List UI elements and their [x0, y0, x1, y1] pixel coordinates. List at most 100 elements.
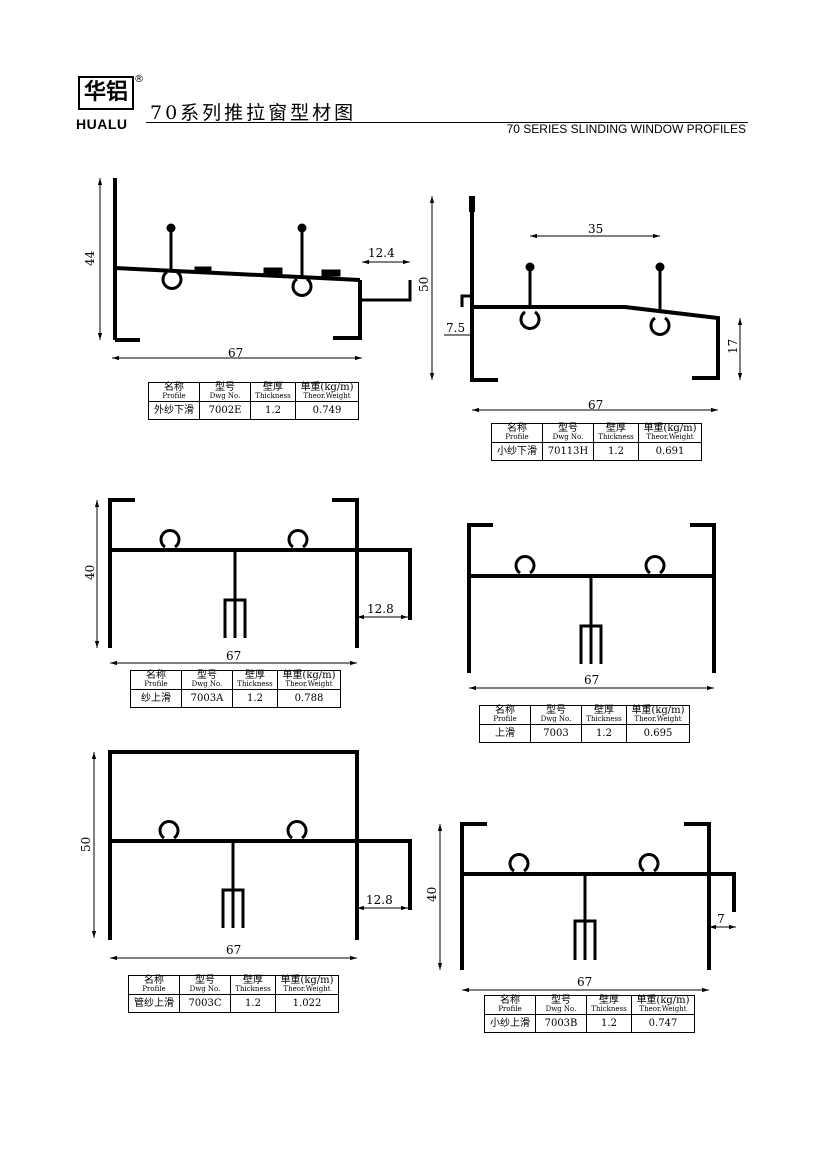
col-name-en: Profile	[162, 392, 186, 400]
col-thick-cn: 壁厚	[599, 995, 619, 1006]
dim-extra-7003a: 12.8	[367, 602, 394, 616]
col-name-en: Profile	[505, 433, 529, 441]
thickness: 1.2	[230, 994, 276, 1013]
profile-drawing-7003	[467, 523, 716, 691]
table-row: 纱上滑 7003A 1.2 0.788	[130, 689, 341, 708]
col-dwg-en: Dwg No.	[540, 715, 572, 723]
logo: 华铝	[78, 76, 134, 110]
col-thick-en: Thickness	[237, 680, 273, 688]
dim-left-70113h: 7.5	[446, 321, 465, 335]
table-row: 管纱上滑 7003C 1.2 1.022	[128, 994, 339, 1013]
col-dwg-en: Dwg No.	[189, 985, 221, 993]
col-dwg-cn: 型号	[551, 995, 571, 1006]
weight: 0.788	[277, 689, 341, 708]
col-thick-en: Thickness	[598, 433, 634, 441]
col-thick-cn: 壁厚	[606, 423, 626, 434]
thickness: 1.2	[232, 689, 278, 708]
profile-name: 小纱上滑	[484, 1014, 536, 1033]
table-row: 小纱下滑 70113H 1.2 0.691	[491, 442, 702, 461]
col-name-en: Profile	[498, 1005, 522, 1013]
page-title-cn: 70系列推拉窗型材图	[150, 102, 357, 124]
col-dwg-cn: 型号	[215, 382, 235, 393]
logo-text-en: HUALU	[76, 116, 128, 132]
thickness: 1.2	[586, 1014, 632, 1033]
col-thick-en: Thickness	[235, 985, 271, 993]
dim-height-7002e: 44	[83, 250, 97, 266]
col-thick-en: Thickness	[255, 392, 291, 400]
col-thick-en: Thickness	[586, 715, 622, 723]
profile-name: 管纱上滑	[128, 994, 180, 1013]
col-weight-cn: 单重(kg/m)	[636, 995, 690, 1006]
profile-name: 上滑	[479, 724, 531, 743]
dim-height-7003a: 40	[83, 565, 97, 580]
weight: 0.747	[631, 1014, 695, 1033]
profile-name: 外纱下滑	[148, 401, 200, 420]
dwg-no: 70113H	[542, 442, 594, 461]
profile-drawing-7003b	[437, 822, 736, 993]
dim-extra-7003c: 12.8	[366, 893, 393, 907]
dim-width-7003c: 67	[226, 943, 241, 957]
logo-text-cn: 华铝	[83, 80, 128, 105]
dwg-no: 7003	[530, 724, 582, 743]
dwg-no: 7003A	[181, 689, 233, 708]
col-weight-cn: 单重(kg/m)	[643, 423, 697, 434]
col-weight-en: Theor.Weight	[303, 392, 351, 400]
col-name-en: Profile	[493, 715, 517, 723]
dwg-no: 7003C	[179, 994, 231, 1013]
col-thick-en: Thickness	[591, 1005, 627, 1013]
weight: 1.022	[275, 994, 339, 1013]
col-weight-en: Theor.Weight	[634, 715, 682, 723]
col-dwg-en: Dwg No.	[209, 392, 241, 400]
weight: 0.691	[638, 442, 702, 461]
thickness: 1.2	[581, 724, 627, 743]
dim-width-7003a: 67	[226, 649, 241, 663]
profile-name: 纱上滑	[130, 689, 182, 708]
col-thick-cn: 壁厚	[243, 975, 263, 986]
profile-drawing-7002e	[97, 178, 412, 361]
col-dwg-cn: 型号	[197, 670, 217, 681]
col-name-cn: 名称	[495, 705, 515, 716]
col-thick-cn: 壁厚	[263, 382, 283, 393]
col-weight-cn: 单重(kg/m)	[300, 382, 354, 393]
col-dwg-cn: 型号	[195, 975, 215, 986]
col-dwg-cn: 型号	[558, 423, 578, 434]
dim-spacing-70113h: 35	[588, 222, 603, 236]
table-row: 小纱上滑 7003B 1.2 0.747	[484, 1014, 695, 1033]
col-name-en: Profile	[144, 680, 168, 688]
col-weight-en: Theor.Weight	[646, 433, 694, 441]
col-name-cn: 名称	[500, 995, 520, 1006]
col-weight-cn: 单重(kg/m)	[631, 705, 685, 716]
table-row: 上滑 7003 1.2 0.695	[479, 724, 690, 743]
col-thick-cn: 壁厚	[594, 705, 614, 716]
table-row: 外纱下滑 7002E 1.2 0.749	[148, 401, 359, 420]
col-dwg-en: Dwg No.	[191, 680, 223, 688]
col-weight-en: Theor.Weight	[639, 1005, 687, 1013]
title-divider	[146, 122, 748, 123]
thickness: 1.2	[250, 401, 296, 420]
col-dwg-en: Dwg No.	[552, 433, 584, 441]
dim-extra-7002e: 12.4	[368, 246, 395, 260]
weight: 0.695	[626, 724, 690, 743]
col-dwg-en: Dwg No.	[545, 1005, 577, 1013]
weight: 0.749	[295, 401, 359, 420]
col-name-cn: 名称	[146, 670, 166, 681]
dim-height-7003b: 40	[425, 887, 439, 902]
profile-drawing-70113h	[429, 196, 743, 413]
profile-drawing-7003c	[91, 750, 412, 961]
thickness: 1.2	[593, 442, 639, 461]
col-weight-en: Theor.Weight	[285, 680, 333, 688]
dim-right-70113h: 17	[726, 339, 740, 354]
